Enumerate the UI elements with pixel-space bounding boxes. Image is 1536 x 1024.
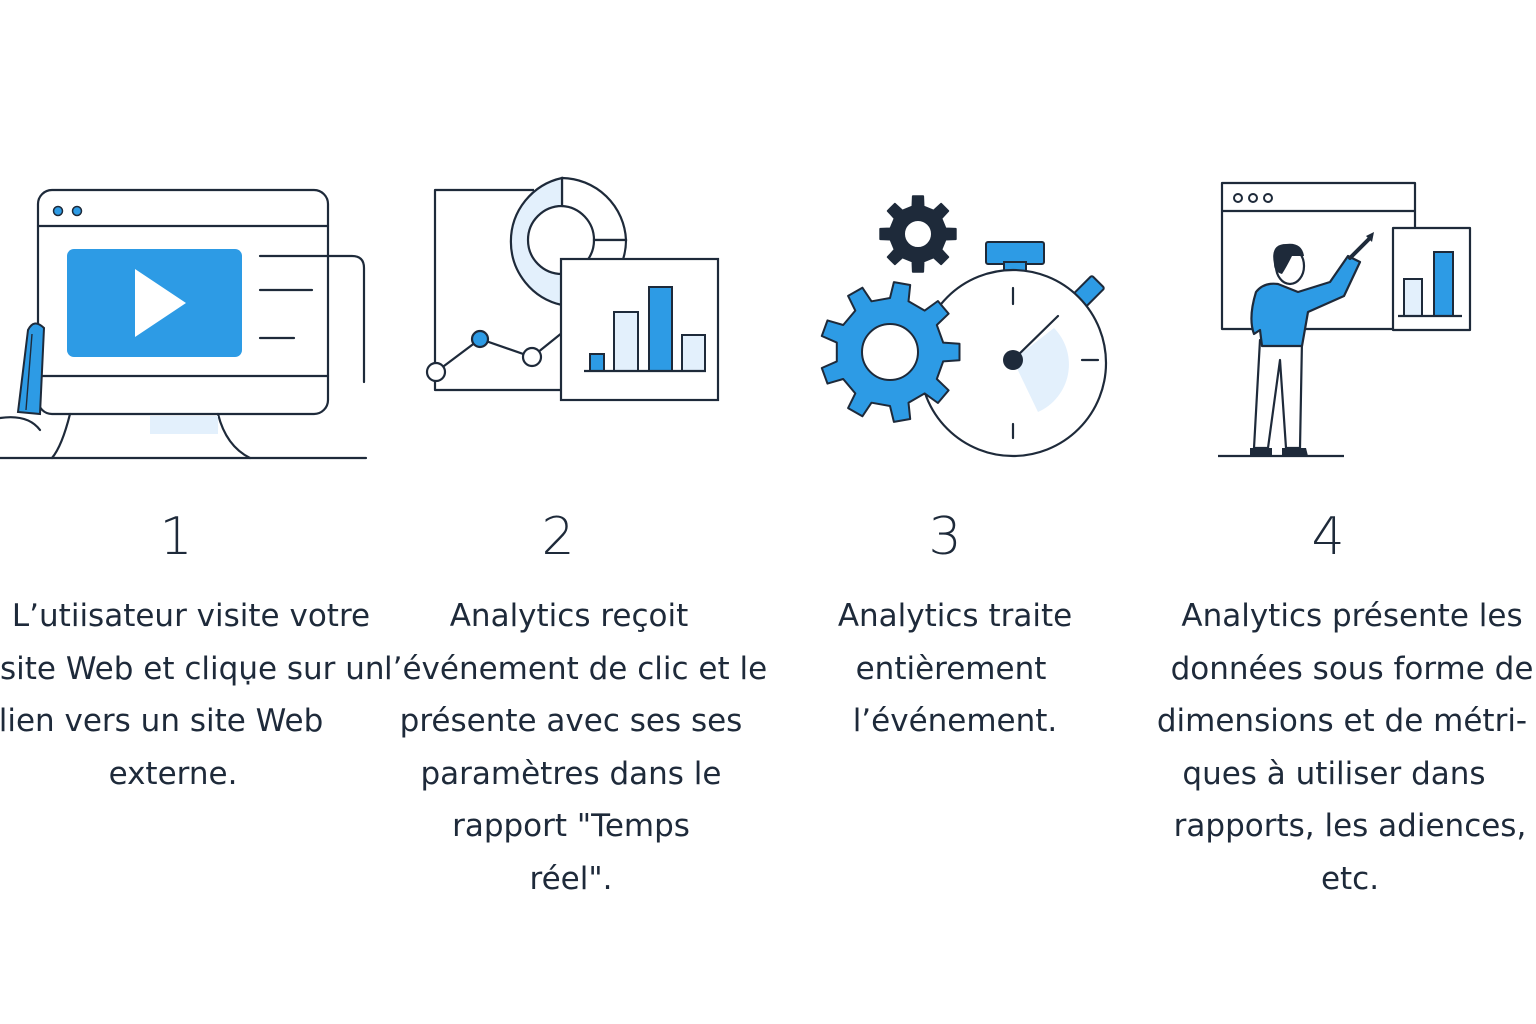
step-4: 4 Analytics présente les données sous fo… [1152,0,1536,1024]
description-line: rapports, les adiences, [1173,808,1527,844]
description-line: L’utiisateur visite votre [11,598,371,634]
step-1: 1 L’utiisateur visite votre site Web et … [0,0,385,1024]
description-line: ques à utiliser dans [1182,755,1486,792]
description-line: données sous forme de [1170,650,1534,687]
gears-stopwatch-icon [820,195,1108,458]
description-line: rapport "Temps [452,808,690,844]
description-line: Analytics présente les [1181,598,1523,634]
description-line: externe. [108,755,238,792]
description-line: Analytics reçoit [449,598,689,634]
step-description: Analytics reçoit l’événement de clic et … [384,590,768,905]
step-2: 2 Analytics reçoit l’événement de clic e… [384,0,768,1024]
step-description: L’utiisateur visite votre site Web et cl… [0,590,385,800]
description-line: l’événement de clic et le [384,650,768,687]
small-gear-icon [879,195,957,273]
gear-icon [820,195,961,423]
analytics-charts-icon [425,176,720,402]
description-line: dimensions et de métri- [1156,703,1528,739]
description-line: Analytics traite [837,598,1073,634]
description-line: entièrement [855,650,1047,687]
step-3: 3 Analytics traite entièrement l’événeme… [768,0,1152,1024]
step-number: 4 [1311,507,1345,567]
description-line: réel". [529,860,613,897]
step-number: 3 [928,507,962,567]
description-line: paramètres dans le [420,755,722,792]
step-number: 2 [541,507,575,567]
description-line: site Web et cliqụe sur un [0,650,385,687]
description-line: lien vers un site Web [0,703,324,739]
person-presenting-icon [1218,181,1472,458]
description-line: etc. [1320,860,1380,897]
large-gear-icon [820,281,961,423]
step-number: 1 [159,507,193,567]
monitor-play-icon [0,188,368,460]
description-line: l’événement. [852,703,1058,739]
description-line: présente avec ses ses [399,703,743,739]
step-description: Analytics traite entièrement l’événement… [768,590,1142,748]
step-description: Analytics présente les données sous form… [1152,590,1534,905]
